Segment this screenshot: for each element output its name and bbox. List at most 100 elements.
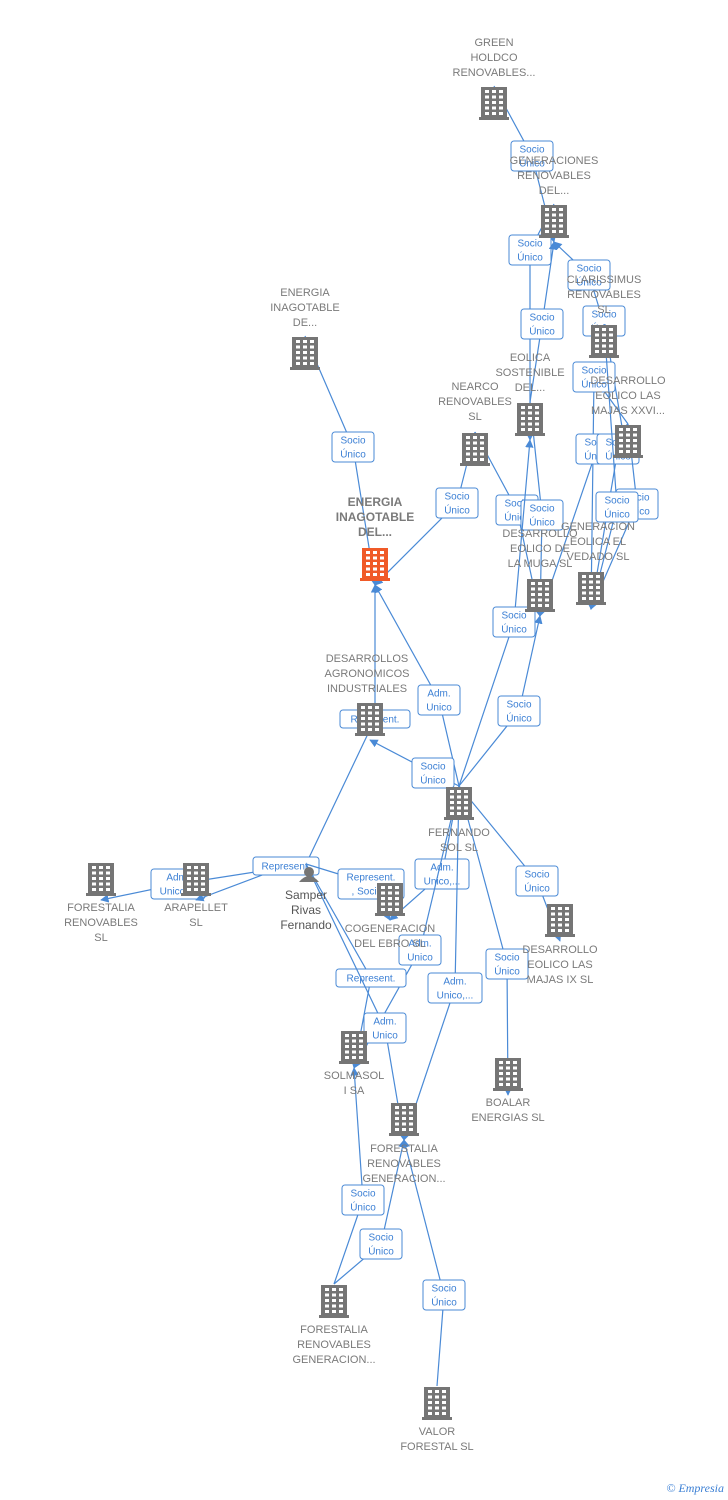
node-majas_xxvi[interactable] [613,425,643,458]
node-cogeneracion[interactable] [375,883,405,916]
node-main[interactable] [360,548,390,581]
node-arapellet[interactable] [181,863,211,896]
node-vedado[interactable] [576,572,606,605]
edge-label-box[interactable] [595,491,639,523]
edge-label-box[interactable] [252,856,320,876]
node-energia_de[interactable] [290,337,320,370]
node-label-muga: EOLICO DE [510,543,570,555]
edge-label-text: Represent. [347,873,396,884]
edge-label-box[interactable] [520,499,564,531]
node-label-fernando: SOL SL [440,842,478,854]
edge-label-text: Socio [517,239,542,250]
edge-label-text: Socio [529,504,554,515]
edge-label-text: Adm. [443,977,466,988]
node-solmasol[interactable] [339,1031,369,1064]
edge-label-box[interactable] [359,1228,403,1260]
edge-label-text: , Socio... [352,887,391,898]
node-eolica[interactable] [515,403,545,436]
edge-label-text: Único [581,378,607,391]
node-generaciones[interactable] [539,205,569,238]
node-muga[interactable] [525,579,555,612]
node-label-arapellet: ARAPELLET [164,902,228,914]
node-valor[interactable] [422,1387,452,1420]
edge-line [458,785,562,942]
edge-label-text: Unico,... [160,887,197,898]
node-label-forestalia_gen: RENOVABLES [367,1158,441,1170]
node-label-vedado: EOLICA EL [570,536,626,548]
node-forestalia_gen[interactable] [389,1103,419,1136]
node-label-arapellet: SL [189,917,202,929]
edge-samper-to-arapellet[interactable]: Represent. [195,856,320,902]
edge-label-box[interactable] [427,972,483,1004]
edge-label-box[interactable] [567,259,611,291]
node-label-nearco: NEARCO [451,381,499,393]
edge-label-text: Socio [444,492,469,503]
edge-label-box[interactable] [341,1184,385,1216]
edge-label-box[interactable] [572,361,616,393]
node-label-forestalia_gen: GENERACION... [362,1173,445,1185]
edge-label-box[interactable] [398,934,442,966]
node-fernando[interactable] [444,787,474,820]
node-clarissimus[interactable] [589,325,619,358]
edge-label-text: Único [524,882,550,895]
node-nearco[interactable] [460,433,490,466]
edge-fernando-to-forestalia_gen[interactable]: Adm. Unico,... [402,785,483,1141]
node-label-boalar: BOALAR [486,1097,531,1109]
edge-fernando-to-solmasol[interactable]: Adm.Unico [353,785,460,1069]
edge-label-text: Socio [506,700,531,711]
building-icon [355,703,385,736]
edge-fernando-to-main[interactable]: Adm.Unico [374,584,461,787]
edge-label-box[interactable] [411,757,455,789]
building-icon [389,1103,419,1136]
node-agronomicos[interactable] [355,703,385,736]
edge-label-box[interactable] [417,684,461,716]
node-label-green: HOLDCO [470,52,518,64]
footer-brand[interactable]: © Empresia [666,1481,724,1496]
building-icon [360,548,390,581]
node-label-nearco: RENOVABLES [438,396,512,408]
edge-label-text: Único [517,251,543,264]
node-label-boalar: ENERGIAS SL [471,1112,544,1124]
node-forestalia_sl[interactable] [86,863,116,896]
edge-samper-to-forestalia_gen[interactable]: Adm.Unico [305,863,407,1141]
edge-label-box[interactable] [422,1279,466,1311]
edge-label-text: Unico,... [424,877,461,888]
edge-fernando-to-cogeneracion[interactable]: Adm.Unico,... [389,785,470,921]
building-icon [479,87,509,120]
edge-label-text: Adm. [166,873,189,884]
node-label-muga: LA MUGA SL [508,558,573,570]
node-label-valor: VALOR [419,1426,456,1438]
node-forestalia_gen2[interactable] [319,1285,349,1318]
edge-label-text: Represent. [347,974,396,985]
building-icon [545,904,575,937]
node-samper[interactable] [299,867,319,882]
edge-label-box[interactable] [331,431,375,463]
node-label-forestalia_gen2: GENERACION... [292,1354,375,1366]
edge-label-box[interactable] [485,948,529,980]
node-label-majas_ix: MAJAS IX SL [527,974,594,986]
edge-label-box[interactable] [520,308,564,340]
edge-label-box[interactable] [335,968,407,988]
edge-label-box[interactable] [435,487,479,519]
edge-label-text: Socio [494,953,519,964]
node-boalar[interactable] [493,1058,523,1091]
node-majas_ix[interactable] [545,904,575,937]
edge-label-box[interactable] [363,1012,407,1044]
edge-label-box[interactable] [515,865,559,897]
edge-label-box[interactable] [497,695,541,727]
node-green[interactable] [479,87,509,120]
edge-label-box[interactable] [510,140,554,172]
